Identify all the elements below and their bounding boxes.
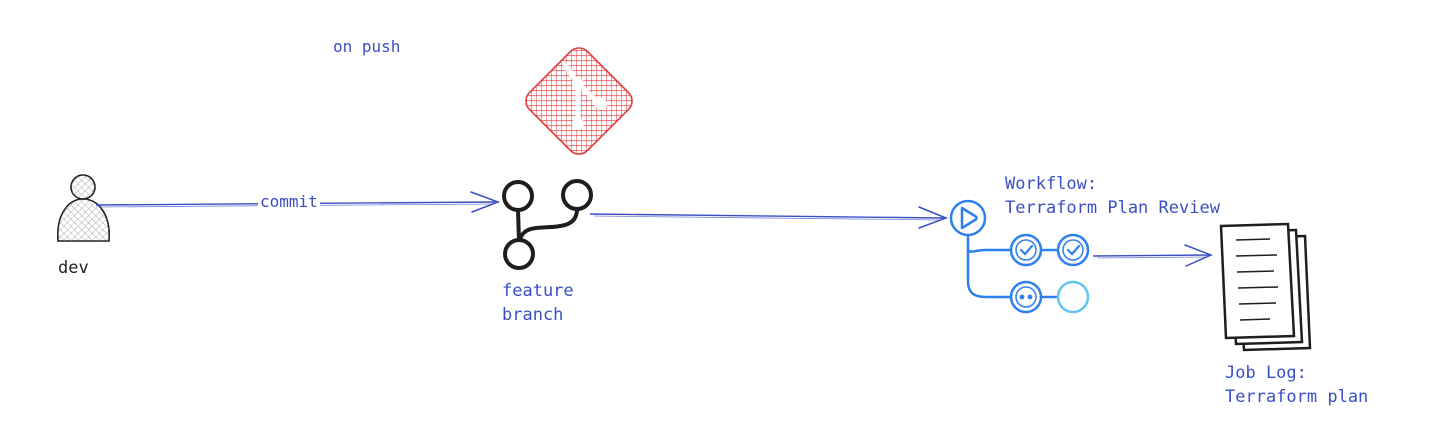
- workflow-label-line-1: Workflow:: [1005, 174, 1098, 194]
- trigger-label: on push: [333, 37, 401, 56]
- git-branch-icon: [502, 179, 593, 270]
- branch-to-workflow-arrow: [589, 206, 949, 229]
- pending-circle-icon: [1056, 280, 1090, 314]
- workflow-label-line-2: Terraform Plan Review: [1005, 198, 1220, 218]
- job-log-label-line-1: Job Log:: [1225, 363, 1307, 383]
- branch-label: feature branch: [502, 279, 622, 327]
- actor-label: dev: [58, 258, 89, 278]
- branch-label-line-1: feature: [502, 281, 574, 301]
- workflow-label: Workflow: Terraform Plan Review: [1005, 172, 1220, 220]
- running-dots-icon: [1009, 280, 1043, 314]
- git-logo-icon: [525, 47, 633, 155]
- workflow-icon: [949, 199, 1058, 299]
- document-stack-icon: [1219, 222, 1312, 352]
- commit-label: commit: [258, 190, 320, 214]
- check-circle-icon: [1009, 233, 1043, 267]
- person-icon: [57, 174, 110, 242]
- job-log-label-line-2: Terraform plan: [1225, 387, 1369, 407]
- check-circle-icon: [1056, 233, 1090, 267]
- workflow-to-log-arrow: [1092, 244, 1213, 267]
- job-log-label: Job Log: Terraform plan: [1225, 361, 1368, 409]
- branch-label-line-2: branch: [502, 305, 564, 325]
